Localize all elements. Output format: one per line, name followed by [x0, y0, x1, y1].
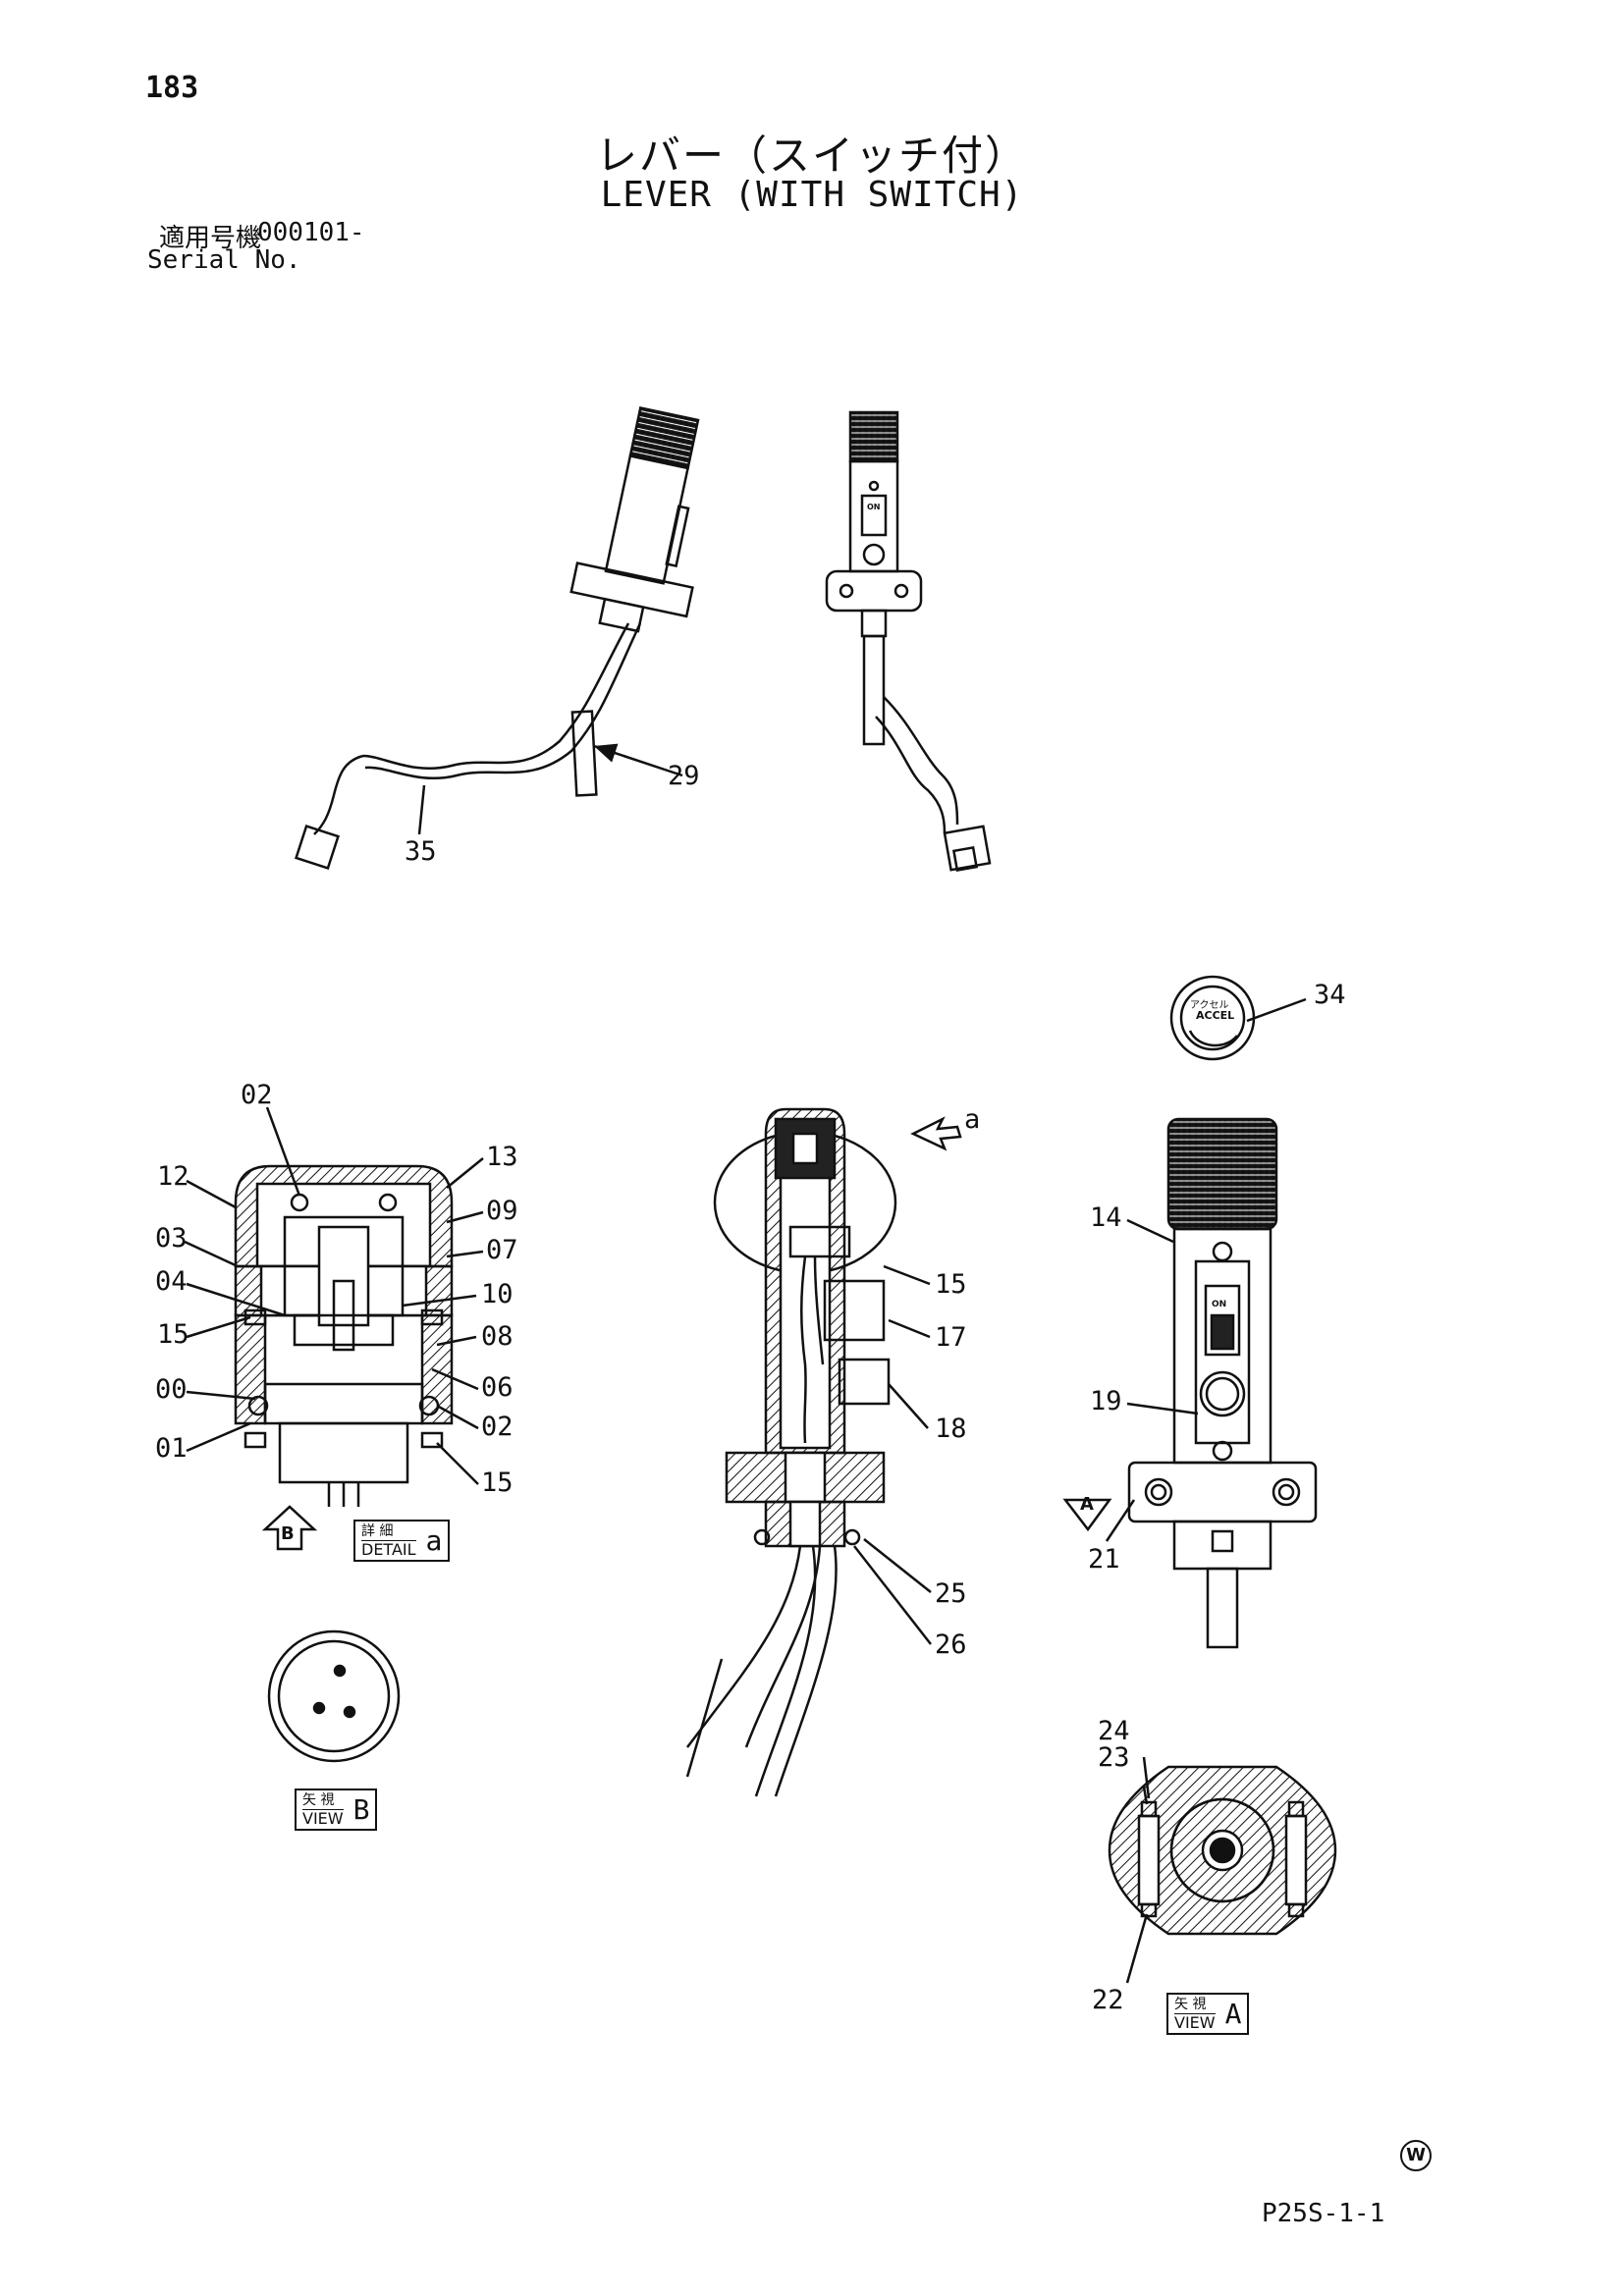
w-mark-symbol: W	[1400, 2140, 1432, 2171]
view-a-label-en: VIEW	[1174, 2013, 1216, 2032]
callout-detail-02-bottom: 02	[481, 1412, 514, 1442]
detail-label-en: DETAIL	[361, 1540, 416, 1559]
callout-detail-02-top: 02	[241, 1080, 273, 1110]
callout-detail-07: 07	[486, 1235, 518, 1265]
callout-35: 35	[405, 836, 437, 867]
callout-section-18: 18	[935, 1414, 967, 1444]
detail-label-jp: 詳 細	[361, 1523, 394, 1539]
callout-detail-01: 01	[155, 1433, 188, 1464]
lever-detail-front	[1062, 997, 1318, 1649]
callout-detail-08: 08	[481, 1321, 514, 1352]
accel-label-jp: アクセル	[1190, 1000, 1229, 1011]
callout-lever-19: 19	[1090, 1386, 1122, 1416]
arrow-b-letter: B	[281, 1523, 295, 1544]
callout-detail-15-right: 15	[481, 1468, 514, 1498]
title-japanese: レバー（スイッチ付）	[595, 132, 1028, 180]
callout-section-17: 17	[935, 1322, 967, 1353]
title-english: LEVER (WITH SWITCH)	[600, 175, 1024, 215]
view-b-connector	[267, 1629, 401, 1763]
callout-lever-14: 14	[1090, 1202, 1122, 1233]
callout-detail-09: 09	[486, 1196, 518, 1226]
callout-34: 34	[1314, 980, 1346, 1010]
view-b-label-letter: B	[352, 1793, 370, 1826]
callout-detail-12: 12	[157, 1161, 189, 1192]
view-b-label-jp: 矢 視	[302, 1792, 335, 1808]
accel-label-en: ACCEL	[1196, 1009, 1235, 1022]
callout-lever-21: 21	[1088, 1544, 1120, 1575]
serial-label-japanese: 適用号機	[159, 224, 262, 253]
callout-detail-13: 13	[486, 1142, 518, 1172]
arrow-a-letter: A	[1080, 1494, 1094, 1515]
detail-a-section	[184, 1106, 484, 1551]
callout-29: 29	[668, 761, 700, 791]
callout-view-a-24: 24	[1098, 1716, 1130, 1746]
callout-section-26: 26	[935, 1629, 967, 1660]
callout-detail-06: 06	[481, 1372, 514, 1403]
serial-label-english: Serial No.	[147, 245, 301, 275]
lever-front-view	[825, 410, 992, 873]
view-a-section	[1108, 1756, 1337, 1984]
callout-section-a: a	[964, 1104, 981, 1135]
callout-detail-04: 04	[155, 1266, 188, 1297]
callout-section-25: 25	[935, 1578, 967, 1609]
view-a-label-letter: A	[1224, 1998, 1242, 2030]
callout-detail-15-left: 15	[157, 1319, 189, 1350]
figure-code: P25S-1-1	[1262, 2199, 1385, 2228]
callout-detail-03: 03	[155, 1223, 188, 1254]
center-section	[685, 1107, 962, 1797]
switch-on-label: ON	[1212, 1300, 1227, 1309]
serial-value: 000101-	[257, 218, 365, 247]
view-a-label-jp: 矢 視	[1174, 1997, 1207, 2012]
page-number: 183	[145, 71, 199, 105]
detail-label-letter: a	[425, 1524, 443, 1557]
callout-view-a-22: 22	[1092, 1985, 1124, 2015]
switch-on-label-small: ON	[867, 503, 881, 511]
callout-detail-10: 10	[481, 1279, 514, 1309]
callout-section-15: 15	[935, 1269, 967, 1300]
callout-detail-00: 00	[155, 1374, 188, 1405]
lever-side-view	[295, 406, 700, 870]
callout-view-a-23: 23	[1098, 1742, 1130, 1773]
view-b-label-en: VIEW	[302, 1809, 344, 1828]
